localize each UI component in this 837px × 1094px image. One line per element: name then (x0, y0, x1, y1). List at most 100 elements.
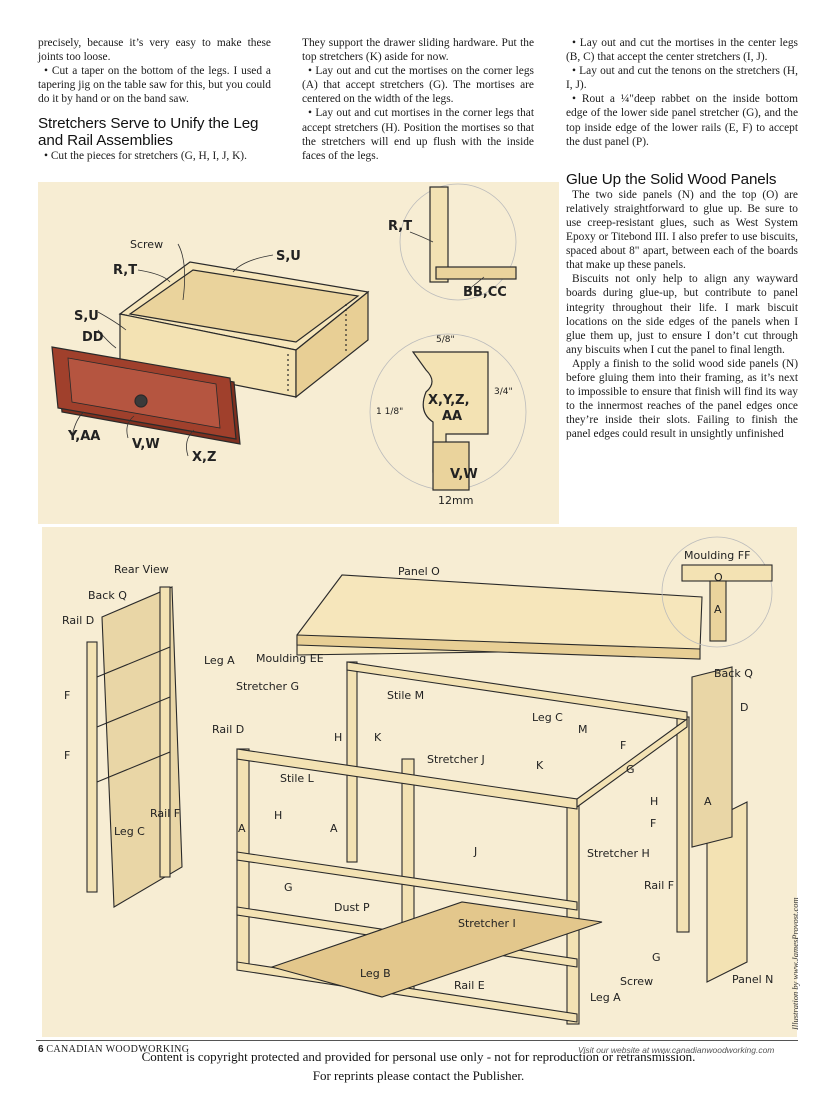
body-paragraph: • Lay out and cut the mortises on the co… (302, 65, 534, 106)
body-paragraph: Biscuits not only help to align any wayw… (566, 273, 798, 356)
label-j-mid: J (473, 845, 477, 858)
label-g-bottom: G (652, 951, 661, 964)
label-d-right: D (740, 701, 748, 714)
label-stretcher-h: Stretcher H (587, 847, 650, 860)
label-a-side: A (704, 795, 712, 808)
label-moulding-ff: Moulding FF (684, 549, 750, 562)
text-column-3: • Lay out and cut the mortises in the ce… (566, 36, 798, 441)
label-stretcher-j: Stretcher J (427, 753, 485, 766)
side-panel-n (706, 801, 748, 983)
drawer-drawing: Screw S,U R,T S,U DD Y,AA V,W X,Z R,T BB… (51, 183, 527, 507)
dresser-exploded-illustration: Rear View Back Q Rail D F F Rail F Leg C… (42, 527, 797, 1037)
label-dim-12mm: 12mm (438, 494, 473, 507)
text-column-2: They support the drawer sliding hardware… (302, 36, 534, 163)
page-number: 6 (38, 1044, 44, 1055)
carcass-frame (236, 661, 690, 1025)
label-vw-left: V,W (132, 437, 160, 452)
body-paragraph: The two side panels (N) and the top (O) … (566, 188, 798, 272)
drawer-front (51, 346, 241, 445)
label-dim-34: 3/4" (494, 387, 513, 397)
label-ff-a: A (714, 603, 722, 616)
label-stile-m-left: Stile M (387, 689, 424, 702)
label-rail-d-front: Rail D (212, 723, 244, 736)
label-rail-d-left: Rail D (62, 614, 94, 627)
label-a-mid: A (330, 822, 338, 835)
label-f1: F (64, 689, 70, 702)
label-su-left: S,U (74, 309, 99, 324)
label-g-right: G (626, 763, 635, 776)
body-paragraph: • Lay out and cut the tenons on the stre… (566, 65, 798, 92)
illustration-credit: Illustration by www.JamesProvost.com (790, 897, 800, 1030)
label-xyzaa-1: X,Y,Z, (428, 393, 470, 408)
label-leaders (71, 231, 485, 457)
label-panel-n: Panel N (732, 973, 773, 986)
label-leg-c-left: Leg C (114, 825, 145, 838)
label-h2: H (274, 809, 282, 822)
drawer-box (118, 261, 370, 399)
label-f-right2: F (650, 817, 656, 830)
body-paragraph: • Lay out and cut the mortises in the ce… (566, 37, 798, 64)
label-dd: DD (82, 330, 104, 345)
label-f2: F (64, 749, 70, 762)
label-rear-view: Rear View (114, 563, 169, 576)
label-g-left: G (284, 881, 293, 894)
back-panel-q (691, 666, 733, 848)
label-leg-a-top: Leg A (204, 654, 235, 667)
label-vw-detail: V,W (450, 467, 478, 482)
section-heading: Glue Up the Solid Wood Panels (566, 170, 777, 188)
joint-detail-rt (399, 183, 517, 301)
label-rail-f-left: Rail F (150, 807, 180, 820)
body-paragraph: Apply a finish to the solid wood side pa… (566, 357, 798, 441)
label-back-q-right: Back Q (714, 667, 753, 680)
body-paragraph: • Cut a taper on the bottom of the legs.… (38, 65, 271, 106)
label-yaa: Y,AA (67, 429, 100, 444)
rear-view-frame (86, 586, 183, 908)
top-panel-o (296, 574, 703, 660)
label-su-top: S,U (276, 249, 301, 264)
label-moulding-ee: Moulding EE (256, 652, 324, 665)
label-screw: Screw (130, 238, 163, 251)
label-ff-o: O (714, 571, 723, 584)
website-link[interactable]: Visit our website at www.canadianwoodwor… (578, 1045, 775, 1055)
label-f-right1: F (620, 739, 626, 752)
body-paragraph: • Lay out and cut mortises in the corner… (302, 107, 534, 162)
label-stretcher-g: Stretcher G (236, 680, 299, 693)
label-stretcher-i: Stretcher I (458, 917, 516, 930)
label-leg-b: Leg B (360, 967, 391, 980)
dresser-labels: Rear View Back Q Rail D F F Rail F Leg C… (62, 549, 773, 1004)
body-paragraph: • Rout a ¼"deep rabbet on the inside bot… (566, 93, 798, 148)
moulding-profile-detail (369, 333, 527, 491)
publication-name: CANADIAN WOODWORKING (46, 1044, 190, 1055)
label-back-q-left: Back Q (88, 589, 127, 602)
label-xyzaa-2: AA (442, 409, 462, 424)
section-heading: Stretchers Serve to Unify the Leg and Ra… (38, 115, 259, 150)
label-bbcc: BB,CC (463, 285, 507, 300)
page-folio: 6 CANADIAN WOODWORKING (38, 1044, 189, 1055)
body-paragraph: • Cut the pieces for stretchers (G, H, I… (44, 150, 247, 163)
label-rail-e: Rail E (454, 979, 485, 992)
drawer-illustration: Screw S,U R,T S,U DD Y,AA V,W X,Z R,T BB… (38, 182, 559, 524)
label-stile-l: Stile L (280, 772, 315, 785)
footer-rule (36, 1040, 798, 1041)
label-h-right: H (650, 795, 658, 808)
label-h1: H (334, 731, 342, 744)
label-leg-a-bottom: Leg A (590, 991, 621, 1004)
label-a-front: A (238, 822, 246, 835)
reprint-notice: For reprints please contact the Publishe… (312, 1068, 525, 1083)
copyright-notice: Content is copyright protected and provi… (141, 1049, 696, 1064)
label-dim-118: 1 1/8" (376, 407, 403, 417)
label-panel-o: Panel O (398, 565, 440, 578)
label-k2: K (536, 759, 544, 772)
label-k1: K (374, 731, 382, 744)
label-screw: Screw (620, 975, 653, 988)
body-paragraph: precisely, because it’s very easy to mak… (38, 37, 271, 64)
moulding-ff-detail (661, 536, 773, 648)
label-xz: X,Z (192, 450, 216, 465)
dresser-drawing: Rear View Back Q Rail D F F Rail F Leg C… (62, 536, 773, 1025)
label-m-right: M (578, 723, 588, 736)
label-rail-f-right: Rail F (644, 879, 674, 892)
text-column-1: precisely, because it’s very easy to mak… (38, 36, 271, 164)
label-leg-c-mid: Leg C (532, 711, 563, 724)
label-dim-58: 5/8" (436, 335, 455, 345)
label-rt-left: R,T (113, 263, 137, 278)
